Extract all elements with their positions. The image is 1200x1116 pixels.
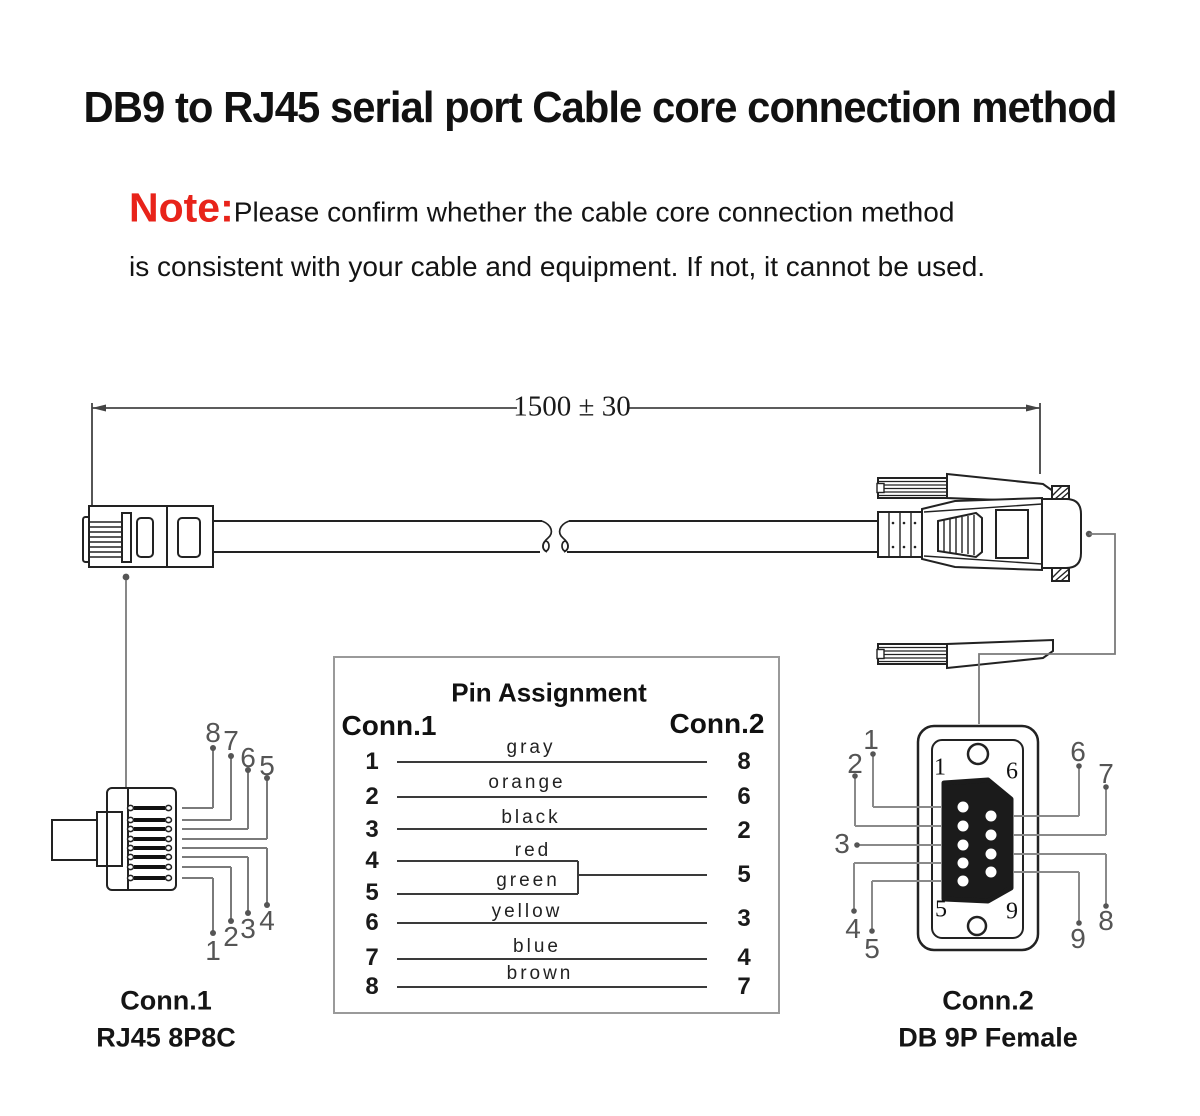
screw-hole-top xyxy=(966,742,990,766)
conn1-pin-cell: 4 xyxy=(365,847,379,874)
conn2-caption-type: DB 9P Female xyxy=(898,1022,1078,1053)
conn1-pin-label-2: 2 xyxy=(223,921,239,952)
note-text-1: Please confirm whether the cable core co… xyxy=(233,196,955,228)
conn1-pin-label-3: 3 xyxy=(240,913,256,944)
wire-label-red: red xyxy=(514,840,552,861)
conn1-pin-cell: 1 xyxy=(365,748,379,775)
conn1-pin-label-1: 1 xyxy=(205,935,221,966)
note-line-2: is consistent with your cable and equipm… xyxy=(129,251,986,282)
conn2-caption-name: Conn.2 xyxy=(942,985,1034,1016)
pin-table-conn2-header: Conn.2 xyxy=(669,708,765,739)
pin-table-title: Pin Assignment xyxy=(451,677,647,708)
conn1-caption-name: Conn.1 xyxy=(120,985,212,1016)
socket-holes xyxy=(957,801,997,887)
conn2-pin-cell-merged: 5 xyxy=(737,861,751,888)
conn1-pin-leaders xyxy=(182,745,270,936)
conn2-pin-cell: 7 xyxy=(737,973,751,1000)
wire-label-orange: orange xyxy=(488,772,566,793)
conn1-pin-cell: 3 xyxy=(365,816,379,843)
wire-label-black: black xyxy=(501,807,561,828)
conn2-pin-label-3: 3 xyxy=(834,828,850,859)
conn2-detail-drawing xyxy=(916,724,1040,952)
pin-table-wire-lines xyxy=(397,761,707,988)
conn1-pin-cell: 8 xyxy=(365,973,379,1000)
page-title: DB9 to RJ45 serial port Cable core conne… xyxy=(83,83,1118,132)
dsub-socket-face xyxy=(941,777,1014,904)
conn2-pin-label-7: 7 xyxy=(1098,758,1114,789)
conn1-pin-label-6: 6 xyxy=(240,742,256,773)
conn1-caption-type: RJ45 8P8C xyxy=(96,1022,236,1053)
conn2-pin-cell: 2 xyxy=(737,817,751,844)
wire-label-gray: gray xyxy=(506,737,556,758)
dimension-label: 1500 ± 30 xyxy=(513,390,631,423)
rj45-contacts xyxy=(126,804,173,882)
wire-label-yellow: yellow xyxy=(491,901,563,922)
conn1-pin-label-8: 8 xyxy=(205,717,221,748)
conn2-face-label-9: 9 xyxy=(1006,898,1018,925)
note-line-1: Note:Please confirm whether the cable co… xyxy=(129,185,954,232)
wire-label-green: green xyxy=(496,870,560,891)
wire-label-brown: brown xyxy=(506,963,574,984)
conn2-pin-label-8: 8 xyxy=(1098,905,1114,936)
conn2-pin-label-9: 9 xyxy=(1070,923,1086,954)
conn2-pin-label-2: 2 xyxy=(847,748,863,779)
conn2-face-label-1: 1 xyxy=(934,754,946,781)
conn2-pin-cell: 8 xyxy=(737,748,751,775)
conn1-pin-cell: 6 xyxy=(365,909,379,936)
conn1-pin-label-7: 7 xyxy=(223,725,239,756)
conn2-pin-label-4: 4 xyxy=(845,913,861,944)
pin-table-box xyxy=(333,656,780,1014)
conn2-pin-label-5: 5 xyxy=(864,933,880,964)
conn1-pin-cell: 7 xyxy=(365,944,379,971)
pin-table-conn1-header: Conn.1 xyxy=(341,710,437,741)
db9-leader-line xyxy=(978,530,1116,724)
conn2-pin-label-6: 6 xyxy=(1070,736,1086,767)
db9-plug-drawing xyxy=(876,472,1082,670)
rj45-leader-line xyxy=(122,573,130,787)
conn2-pin-leaders xyxy=(851,751,1109,934)
dimension-line xyxy=(91,403,1041,506)
conn2-pin-label-1: 1 xyxy=(863,724,879,755)
rj45-plug-drawing xyxy=(82,505,214,568)
screw-hole-bottom xyxy=(966,915,988,937)
conn2-face-label-5: 5 xyxy=(935,896,947,923)
conn2-pin-cell: 3 xyxy=(737,905,751,932)
conn1-pin-cell: 5 xyxy=(365,879,379,906)
conn1-pin-label-4: 4 xyxy=(259,905,275,936)
conn2-pin-cell: 4 xyxy=(737,944,751,971)
note-label: Note: xyxy=(129,184,234,231)
conn1-pin-label-5: 5 xyxy=(259,750,275,781)
conn1-pin-cell: 2 xyxy=(365,783,379,810)
conn2-face-label-6: 6 xyxy=(1006,758,1018,785)
cable-break-symbol xyxy=(541,520,570,553)
cable-lines xyxy=(213,520,878,553)
conn2-pin-cell: 6 xyxy=(737,783,751,810)
conn1-detail-drawing xyxy=(51,787,177,891)
wire-label-blue: blue xyxy=(513,936,561,957)
